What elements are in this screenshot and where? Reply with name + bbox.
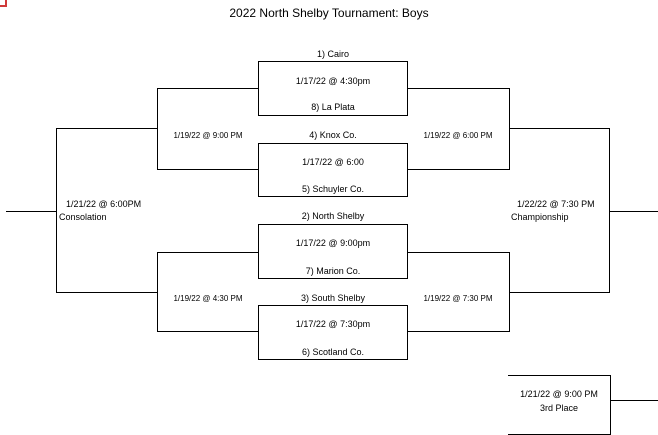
consolation-semi-bottom-bracket xyxy=(157,252,259,332)
championship-semi-top-bracket xyxy=(407,88,510,170)
game-box-2 xyxy=(258,143,408,197)
consolation-semi-top-bracket xyxy=(157,88,259,170)
corner-mark xyxy=(0,0,7,7)
third-place-final-line xyxy=(610,400,658,401)
team-7-marion: 7) Marion Co. xyxy=(305,266,361,276)
team-3-south-shelby: 3) South Shelby xyxy=(300,293,366,303)
game-3-time: 1/17/22 @ 9:00pm xyxy=(295,238,371,248)
page-title: 2022 North Shelby Tournament: Boys xyxy=(229,6,429,20)
consolation-semi-top-time: 1/19/22 @ 9:00 PM xyxy=(173,131,243,140)
consolation-label: Consolation xyxy=(59,212,107,222)
championship-label: Championship xyxy=(511,212,569,222)
team-1-cairo: 1) Cairo xyxy=(316,49,349,59)
championship-semi-bottom-bracket xyxy=(407,252,510,332)
game-box-4 xyxy=(258,305,408,360)
third-place-time: 1/21/22 @ 9:00 PM xyxy=(520,389,598,399)
game-4-time: 1/17/22 @ 7:30pm xyxy=(295,319,371,329)
team-8-la-plata: 8) La Plata xyxy=(311,102,355,112)
team-2-north-shelby: 2) North Shelby xyxy=(301,211,365,221)
championship-semi-bottom-time: 1/19/22 @ 7:30 PM xyxy=(423,294,493,303)
consolation-bracket-outer xyxy=(56,128,158,293)
consolation-time: 1/21/22 @ 6:00PM xyxy=(66,199,142,209)
team-4-knox: 4) Knox Co. xyxy=(309,130,357,140)
game-1-time: 1/17/22 @ 4:30pm xyxy=(295,76,371,86)
team-5-schuyler: 5) Schuyler Co. xyxy=(301,184,365,194)
third-place-label: 3rd Place xyxy=(539,403,579,413)
game-box-1 xyxy=(258,61,408,116)
consolation-semi-bottom-time: 1/19/22 @ 4:30 PM xyxy=(173,294,243,303)
championship-semi-top-time: 1/19/22 @ 6:00 PM xyxy=(423,131,493,140)
game-2-time: 1/17/22 @ 6:00 xyxy=(302,157,364,167)
game-box-3 xyxy=(258,224,408,279)
team-6-scotland: 6) Scotland Co. xyxy=(301,347,365,357)
consolation-final-line xyxy=(6,211,57,212)
championship-bracket-outer xyxy=(509,128,610,293)
championship-final-line xyxy=(609,211,658,212)
championship-time: 1/22/22 @ 7:30 PM xyxy=(517,199,595,209)
